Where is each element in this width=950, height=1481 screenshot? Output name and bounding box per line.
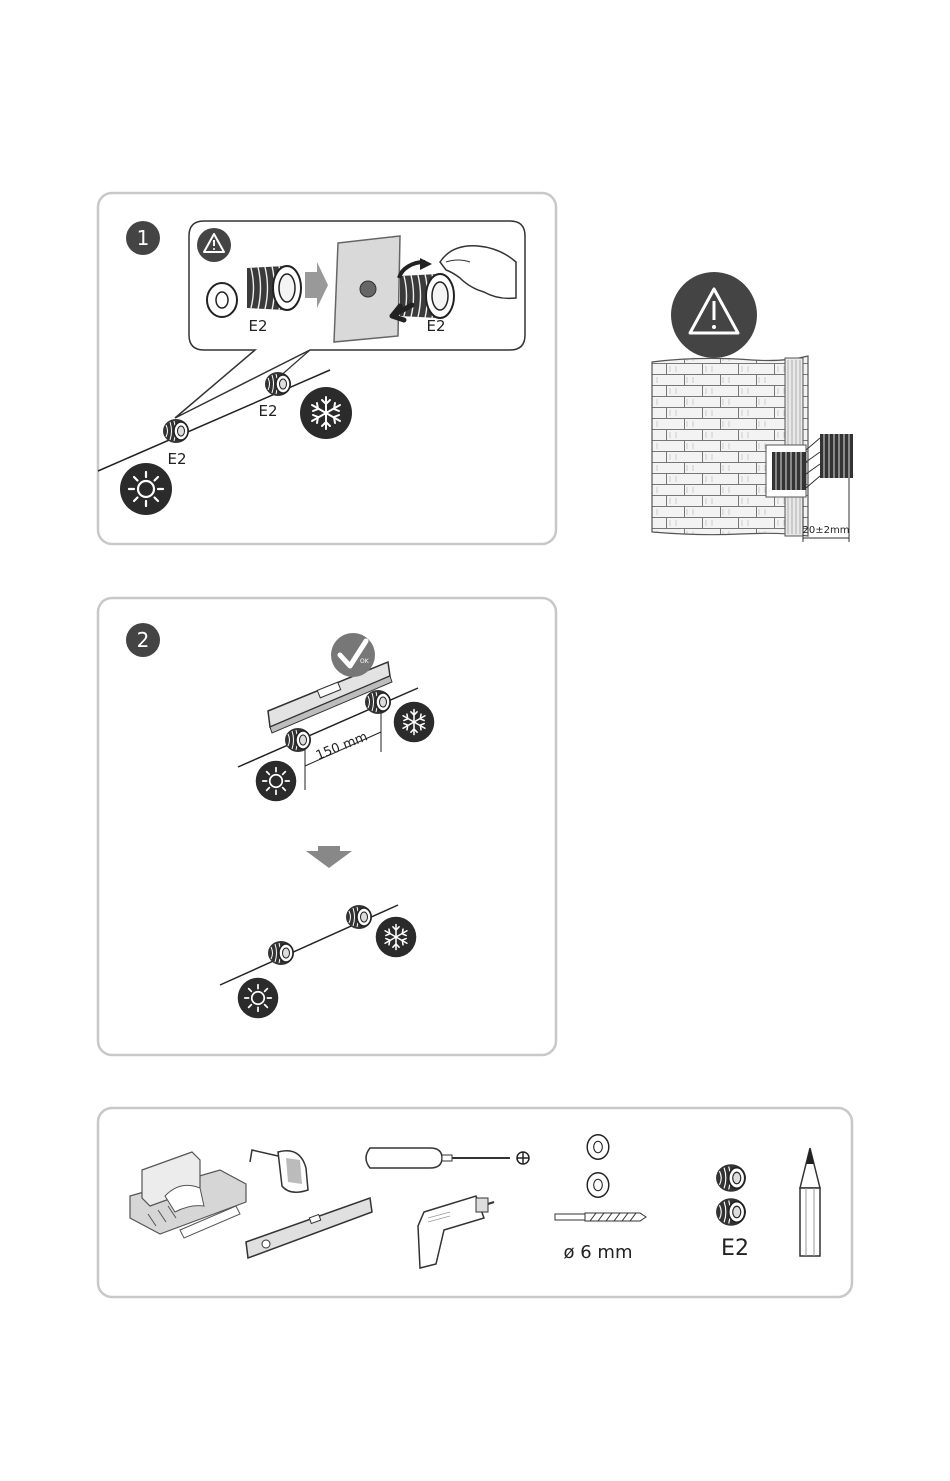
anchor-left bbox=[285, 728, 311, 752]
warning-triangle-icon bbox=[197, 228, 231, 262]
step-1-badge: 1 bbox=[126, 221, 160, 255]
phillips-icon bbox=[517, 1152, 529, 1164]
step-1-panel: 1 E2 bbox=[98, 193, 556, 544]
snowflake-icon bbox=[376, 917, 417, 958]
tools-panel: ø 6 mm E2 bbox=[98, 1108, 852, 1297]
svg-text:2: 2 bbox=[137, 628, 150, 652]
svg-text:1: 1 bbox=[137, 226, 150, 250]
label-e2-lower: E2 bbox=[167, 450, 186, 468]
anchor-right-final bbox=[346, 905, 372, 929]
label-e2-left: E2 bbox=[248, 317, 267, 335]
step-2-badge: 2 bbox=[126, 623, 160, 657]
anchor-left-final bbox=[268, 941, 294, 965]
anchor-right bbox=[365, 690, 391, 714]
anchor-protruding bbox=[820, 434, 853, 478]
svg-text:OK: OK bbox=[360, 658, 370, 665]
wall-plate bbox=[334, 236, 400, 342]
snowflake-icon bbox=[300, 387, 352, 439]
drill-bit-label: ø 6 mm bbox=[564, 1242, 633, 1263]
sun-icon bbox=[120, 463, 172, 515]
sun-icon bbox=[256, 761, 297, 802]
sun-icon bbox=[238, 978, 279, 1019]
wall-detail: 20±2mm bbox=[652, 272, 853, 542]
check-ok-icon: OK bbox=[331, 633, 375, 677]
anchor-lower bbox=[163, 419, 189, 443]
warning-triangle-icon bbox=[671, 272, 757, 358]
anchor-label: E2 bbox=[721, 1236, 749, 1261]
anchor-upper bbox=[265, 372, 291, 396]
label-e2-right: E2 bbox=[426, 317, 445, 335]
drill-bit-tool bbox=[555, 1213, 646, 1221]
dimension-label: 20±2mm bbox=[803, 525, 850, 536]
label-e2-upper: E2 bbox=[258, 402, 277, 420]
snowflake-icon bbox=[394, 702, 435, 743]
step-2-panel: 2 OK 150 mm bbox=[98, 598, 556, 1055]
